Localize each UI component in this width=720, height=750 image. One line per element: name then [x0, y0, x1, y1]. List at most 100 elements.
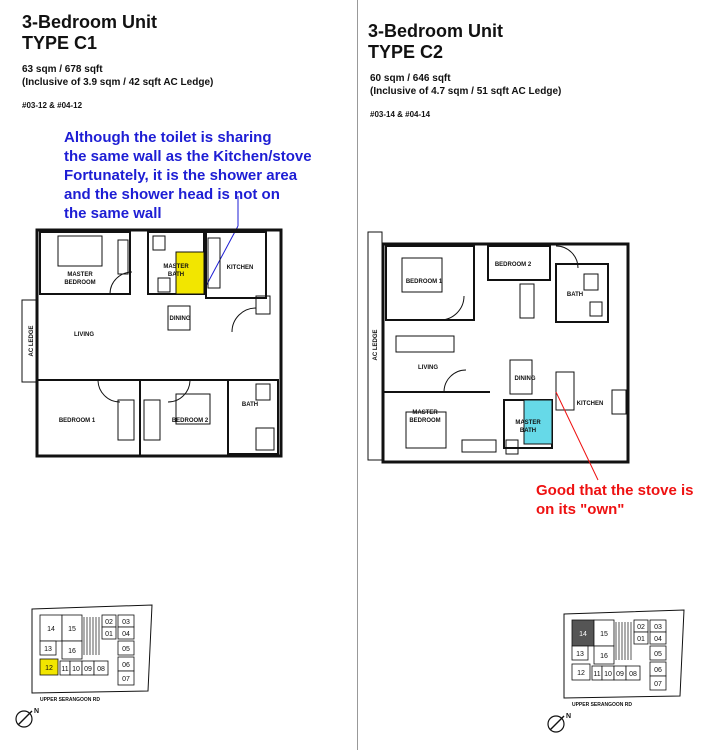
- left-bath-shower: [255, 427, 275, 451]
- right-bedroom2-wardrobe: [519, 283, 535, 319]
- right-key-cell-label-06: 06: [654, 667, 662, 674]
- right-north-label: N: [566, 713, 571, 720]
- left-key-cell-label-01: 01: [105, 631, 113, 638]
- right-label-dining: DINING: [515, 376, 536, 382]
- right-key-cell-label-08: 08: [629, 671, 637, 678]
- right-key-cell-label-05: 05: [654, 651, 662, 658]
- right-ac-ledge-box: [367, 231, 383, 461]
- right-key-cell-label-12: 12: [577, 670, 585, 677]
- left-label-bedroom2: BEDROOM 2: [172, 418, 209, 424]
- right-north-arrow-circle: [547, 715, 565, 733]
- right-dining-table: [509, 359, 533, 395]
- left-bedroom1-wardrobe: [117, 399, 135, 441]
- right-bedroom2-walls: [487, 245, 551, 281]
- left-floor-plan: [21, 228, 283, 458]
- right-key-plan-site: [563, 609, 685, 699]
- left-key-cell-01: [101, 626, 117, 640]
- left-basin: [157, 277, 171, 293]
- left-area: 63 sqm / 678 sqft: [22, 64, 103, 75]
- right-door-arc-2: [555, 245, 579, 269]
- left-annotation: Although the toilet is sharing the same …: [64, 129, 312, 222]
- right-key-cell-label-02: 02: [637, 624, 645, 631]
- right-bath-wc: [583, 273, 599, 291]
- left-key-cell-12: [39, 658, 59, 676]
- left-key-cell-label-05: 05: [122, 646, 130, 653]
- right-label-bedroom1: BEDROOM 1: [406, 279, 443, 285]
- right-master-wc: [505, 439, 519, 455]
- left-annotation-leader-2: [205, 225, 239, 287]
- right-label-living: LIVING: [418, 365, 438, 371]
- right-key-cell-label-04: 04: [654, 636, 662, 643]
- right-outer-walls: [381, 242, 630, 464]
- left-key-cell-label-08: 08: [97, 666, 105, 673]
- right-master-wardrobe: [461, 439, 497, 453]
- right-key-cell-label-07: 07: [654, 681, 662, 688]
- right-key-cell-07: [649, 675, 667, 691]
- right-bath-walls: [555, 263, 609, 323]
- left-label-dining: DINING: [170, 316, 191, 322]
- left-door-arc-1: [109, 271, 133, 295]
- right-key-cell-label-15: 15: [600, 631, 608, 638]
- right-ac-ledge-note: (Inclusive of 4.7 sqm / 51 sqft AC Ledge…: [370, 86, 562, 97]
- right-key-cell-label-09: 09: [616, 671, 624, 678]
- right-key-cell-01: [633, 631, 649, 645]
- left-label-living: LIVING: [74, 332, 94, 338]
- right-key-cell-label-13: 13: [576, 651, 584, 658]
- right-master-bath-shower: [523, 399, 553, 445]
- left-title-line2: TYPE C1: [22, 33, 98, 53]
- left-key-cell-13: [39, 640, 57, 656]
- left-kitchen-counter: [207, 237, 221, 289]
- right-floor-plan: [367, 231, 630, 464]
- right-label-bedroom2: BEDROOM 2: [495, 262, 532, 268]
- left-key-cell-label-12: 12: [45, 665, 53, 672]
- left-title-line1: 3-Bedroom Unit: [22, 12, 157, 32]
- left-key-cell-label-10: 10: [72, 666, 80, 673]
- right-bedroom1-walls: [385, 245, 475, 321]
- left-key-cell-label-03: 03: [122, 619, 130, 626]
- left-key-cell-label-09: 09: [84, 666, 92, 673]
- right-stove-counter: [555, 371, 575, 411]
- left-key-cell-label-06: 06: [122, 662, 130, 669]
- right-key-cell-05: [649, 645, 667, 661]
- left-label-kitchen: KITCHEN: [227, 265, 254, 271]
- left-kitchen-walls: [205, 231, 267, 299]
- left-label-ac-ledge: AC LEDGE: [29, 325, 35, 356]
- right-bath-basin: [589, 301, 603, 317]
- left-master-bath-shower: [175, 251, 205, 295]
- left-key-cell-16: [61, 640, 83, 660]
- right-key-cell-label-11: 11: [593, 671, 600, 678]
- right-area: 60 sqm / 646 sqft: [370, 73, 451, 84]
- right-label-ac-ledge: AC LEDGE: [373, 329, 379, 360]
- right-unit-numbers: #03-14 & #04-14: [370, 110, 431, 119]
- left-master-wardrobe: [117, 239, 129, 275]
- left-fridge: [255, 295, 271, 315]
- left-key-cell-label-11: 11: [61, 666, 68, 673]
- left-key-cell-08: [93, 660, 109, 676]
- right-label-bath: BATH: [567, 292, 583, 298]
- right-key-cell-label-14: 14: [579, 631, 587, 638]
- left-master-bed: [57, 235, 103, 267]
- left-door-arc-3: [97, 379, 121, 403]
- left-key-cell-07: [117, 670, 135, 686]
- right-bedroom1-bed: [401, 257, 443, 293]
- right-key-cell-12: [571, 663, 591, 681]
- right-fridge: [611, 389, 627, 415]
- left-bedroom2-wardrobe: [143, 399, 161, 441]
- left-key-cell-label-02: 02: [105, 619, 113, 626]
- left-north-arrow-circle: [15, 710, 33, 728]
- right-room-labels: BEDROOM 1 BEDROOM 2 BATH LIVING DINING K…: [373, 262, 603, 434]
- left-door-arc-4: [167, 379, 191, 403]
- page-divider: [357, 0, 358, 750]
- left-key-cell-label-14: 14: [47, 626, 55, 633]
- left-key-plan-site: [31, 604, 153, 694]
- left-key-cell-label-04: 04: [122, 631, 130, 638]
- left-dining-table: [167, 305, 191, 331]
- left-north-label: N: [34, 708, 39, 715]
- left-key-cell-label-07: 07: [122, 676, 130, 683]
- right-annotation: Good that the stove is on its "own": [536, 482, 694, 518]
